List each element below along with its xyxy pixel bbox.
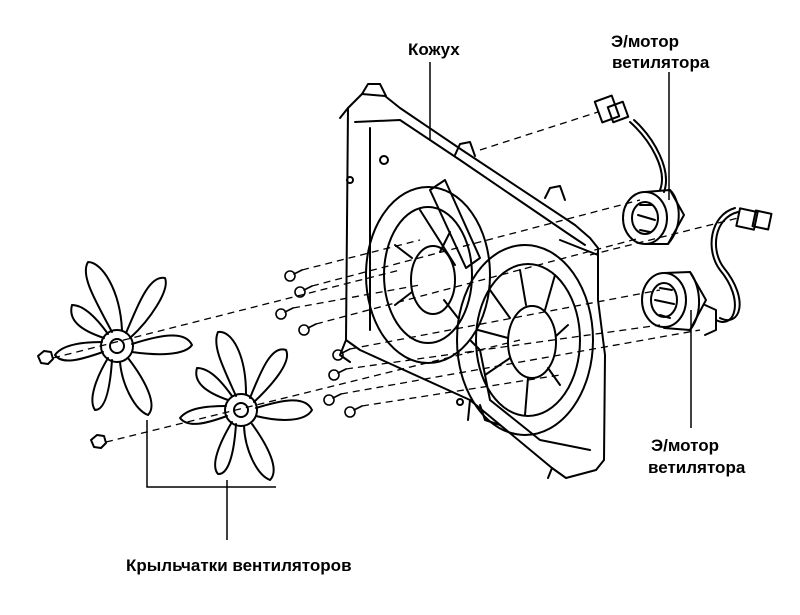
nut-left xyxy=(37,350,54,365)
fan-blade-right xyxy=(179,330,313,481)
bolt xyxy=(328,368,347,381)
label-motor-top-line1: Э/мотор xyxy=(611,32,679,51)
label-motor-bottom-line1: Э/мотор xyxy=(651,436,719,455)
label-fan-blades: Крыльчатки вентиляторов xyxy=(126,556,352,575)
bolt xyxy=(275,307,294,320)
leader-lines xyxy=(146,62,692,540)
nut-right xyxy=(90,434,107,449)
bolt xyxy=(294,285,313,298)
bolt xyxy=(323,393,342,406)
label-motor-top-line2: ветилятора xyxy=(612,53,710,72)
fan-blade-left xyxy=(54,261,193,416)
fan-motor-top xyxy=(593,94,685,245)
label-motor-bottom-line2: ветилятора xyxy=(648,458,746,477)
shroud xyxy=(339,83,606,479)
label-shroud: Кожух xyxy=(408,40,460,59)
assembly-lines xyxy=(52,111,739,443)
fan-motor-bottom xyxy=(641,207,773,336)
bolts xyxy=(275,269,363,418)
bolt xyxy=(344,405,363,418)
bolt xyxy=(332,348,351,361)
bolt xyxy=(284,269,303,282)
bolt xyxy=(298,323,317,336)
